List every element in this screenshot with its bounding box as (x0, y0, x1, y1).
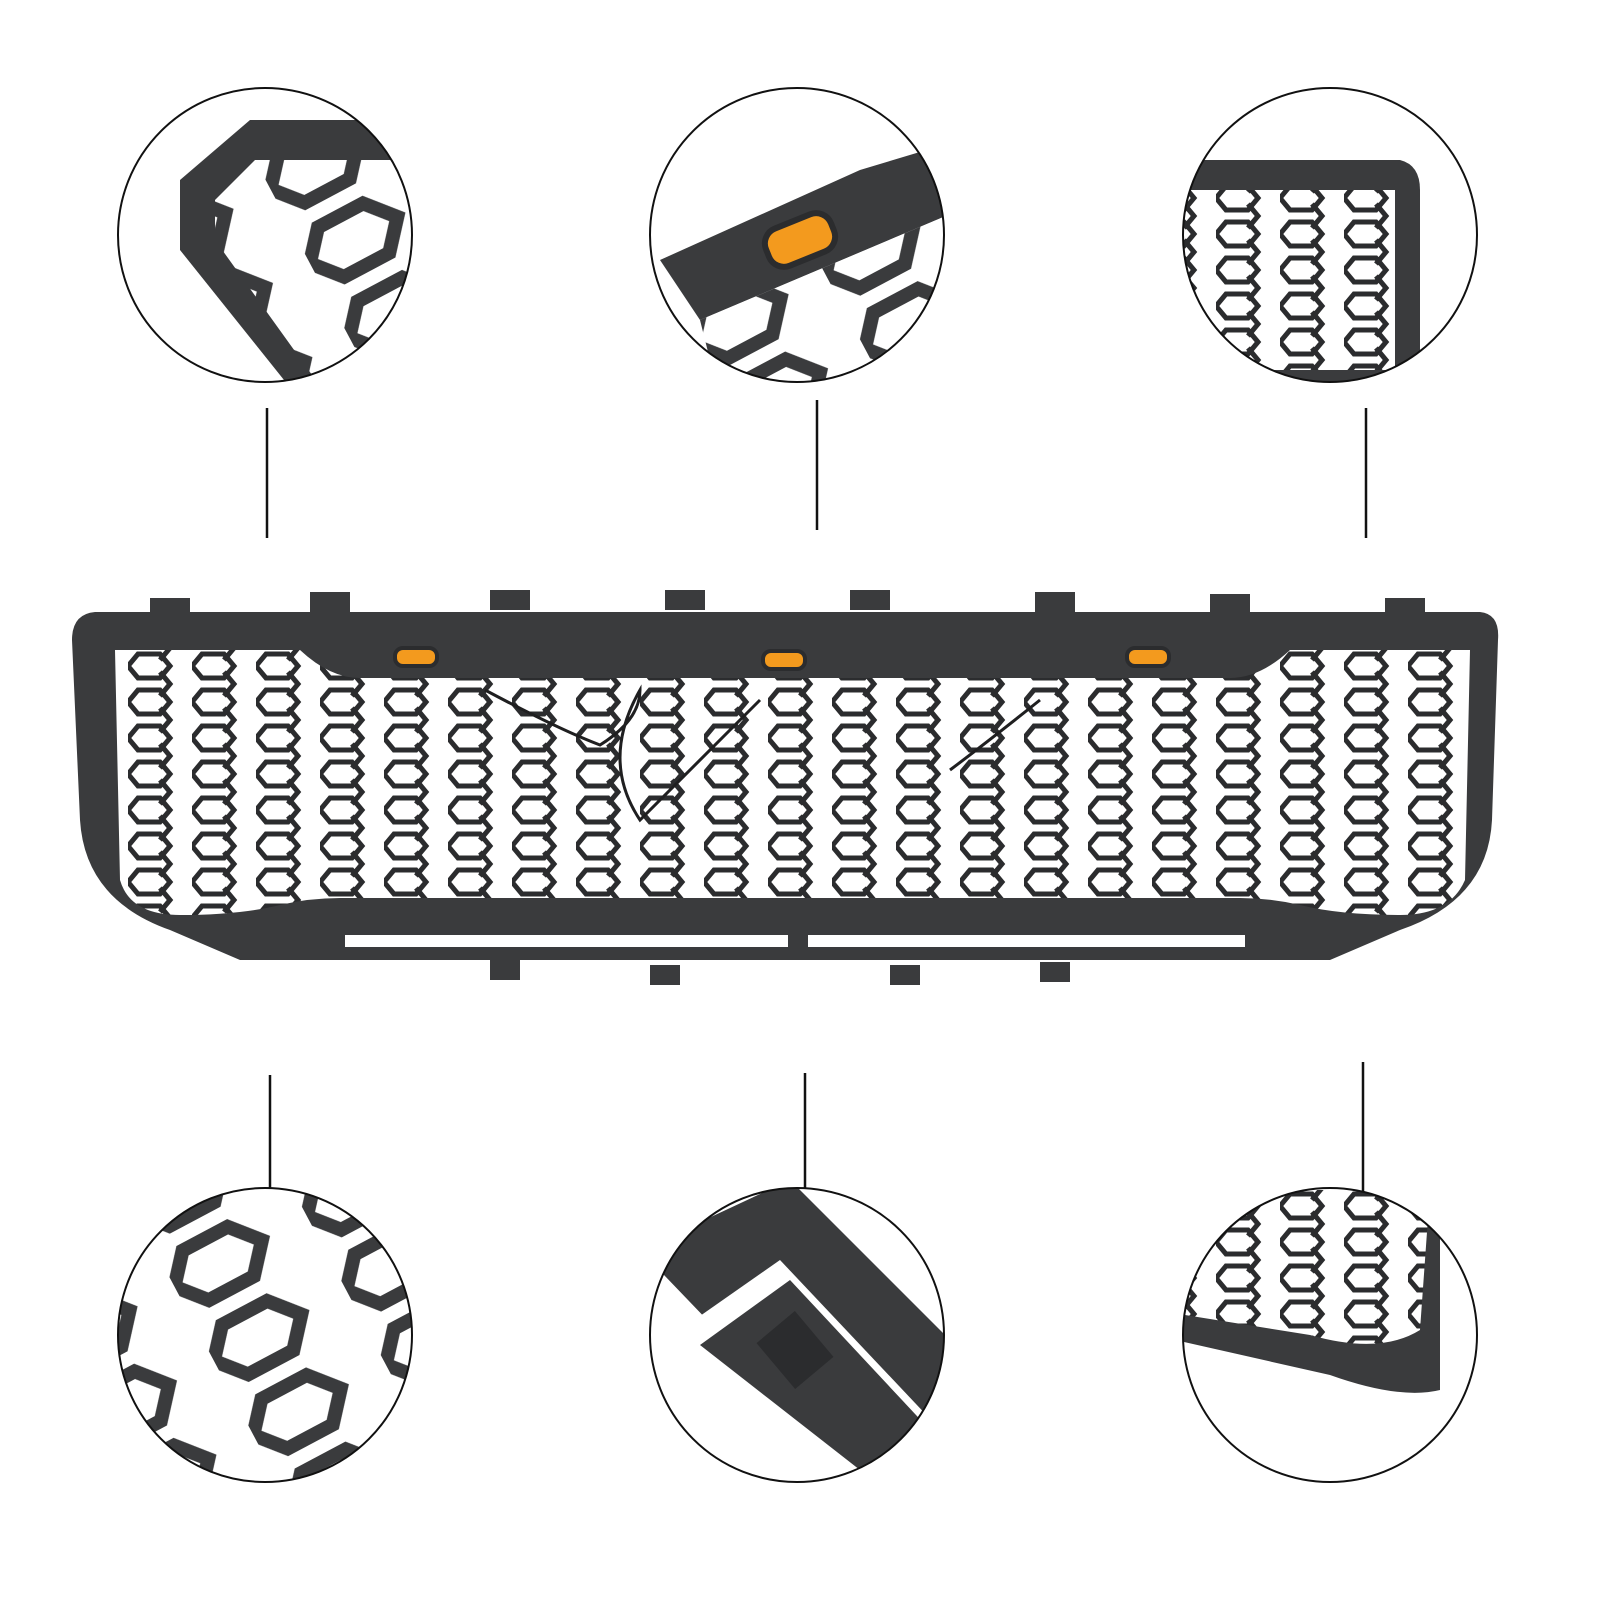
grille (72, 590, 1499, 985)
amber-light-center (761, 649, 807, 671)
mesh (115, 650, 1470, 915)
detail-view-bottom-right (1182, 1187, 1478, 1483)
detail-view-top-center (649, 87, 945, 383)
amber-lights (393, 646, 1171, 671)
amber-light-left (393, 646, 439, 668)
detail-view-bottom-center (649, 1187, 945, 1483)
detail-view-bottom-left (117, 1187, 413, 1483)
leader-lines (265, 400, 1368, 1205)
detail-view-top-right (1182, 87, 1478, 383)
wiring-harness (484, 684, 1041, 823)
amber-light-right (1125, 646, 1171, 668)
detail-view-top-left (117, 87, 413, 383)
